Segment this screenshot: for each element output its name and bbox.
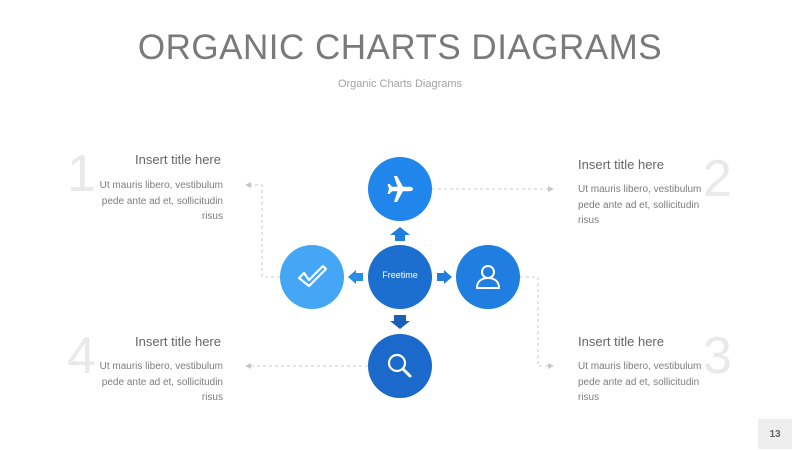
block-3-title: Insert title here [578,334,664,349]
search-icon [387,353,412,378]
block-3-number: 3 [703,327,732,385]
arrow-right [437,270,452,284]
block-3-body: Ut mauris libero, vestibulum pede ante a… [578,361,702,403]
block-1-body: Ut mauris libero, vestibulum pede ante a… [99,180,223,222]
user-icon [475,265,501,289]
block-2-title: Insert title here [578,157,664,172]
center-node-label: Freetime [382,270,418,280]
block-1-number: 1 [67,145,96,203]
page-number: 13 [758,419,792,449]
block-1-title: Insert title here [135,152,221,167]
checkmark-icon [297,264,328,288]
connector-block-1 [245,182,280,278]
page-subtitle: Organic Charts Diagrams [337,78,463,90]
page-title: ORGANIC CHARTS DIAGRAMS [137,28,663,67]
airplane-icon [387,176,413,202]
arrow-left [348,270,363,284]
block-2-body: Ut mauris libero, vestibulum pede ante a… [578,184,702,226]
connector-block-3 [520,276,554,369]
block-4-title: Insert title here [135,334,221,349]
center-node [368,245,432,309]
arrow-up [390,227,410,241]
arrow-down [390,315,410,329]
block-4-body: Ut mauris libero, vestibulum pede ante a… [99,361,223,403]
block-4-number: 4 [67,327,96,385]
bottom-node [368,334,432,398]
block-2-number: 2 [703,150,732,208]
